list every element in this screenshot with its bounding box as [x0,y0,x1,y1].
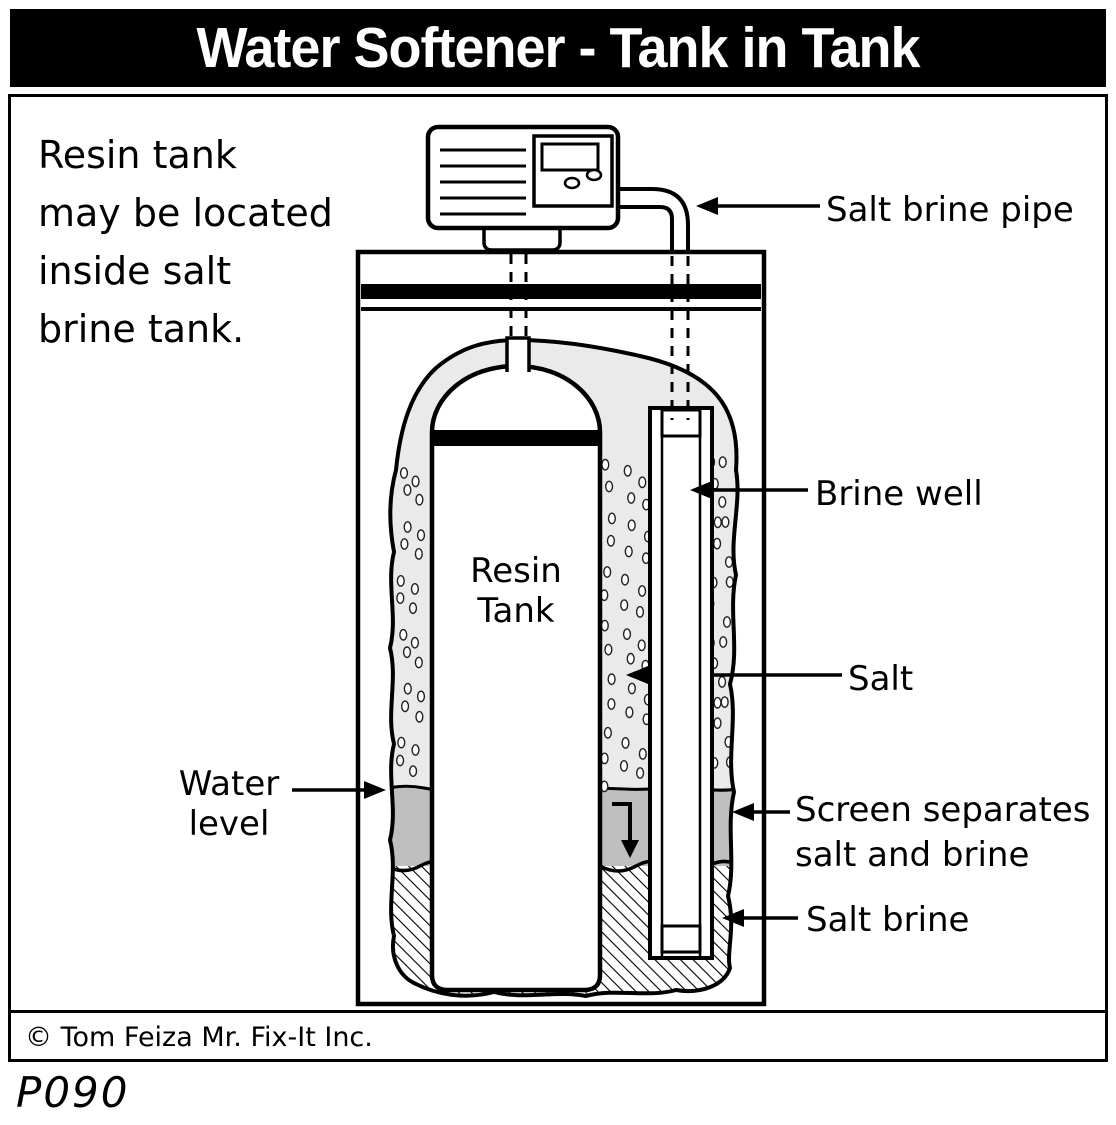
salt-stipple-texture [396,456,735,793]
control-display-screen [540,142,600,172]
footer-divider [11,1010,1105,1013]
water-level-label: Water level [178,764,280,844]
title-bar: Water Softener - Tank in Tank [10,9,1106,87]
salt-brine-pipe-leader [696,197,820,215]
control-button [585,168,603,182]
leader-lines [292,197,820,927]
resin-tank-band [432,430,600,446]
resin-tank-riser-pipe [505,336,531,372]
brine-well-label: Brine well [815,474,983,514]
brine-well-shape [648,406,714,960]
control-head-vents [440,148,526,216]
salt-brine-label: Salt brine [806,900,970,940]
screen-leader [732,803,790,821]
brine-well-foot [660,924,702,954]
resin-tank-label: Resin Tank [470,551,562,631]
brine-well-leader [690,481,808,499]
salt-brine-pipe-shape [618,187,690,254]
water-level-leader [292,781,386,799]
control-head [425,124,621,252]
internal-dashed-pipes [509,254,690,420]
figure-code: P090 [16,1068,130,1117]
brine-well-cap [660,408,702,438]
page-title: Water Softener - Tank in Tank [196,16,920,80]
tank-top-thin-band [361,307,761,311]
note-text: Resin tank may be located inside salt br… [38,133,333,351]
screen-separates-label: Screen separates salt and brine [795,790,1091,875]
salt-arrowhead [626,666,648,684]
control-button [563,176,581,190]
salt-brine-leader [722,909,798,927]
main-frame [8,94,1108,1062]
salt-brine-pipe-label: Salt brine pipe [826,190,1074,230]
resin-tank-shape [429,336,603,993]
copyright-text: © Tom Feiza Mr. Fix-It Inc. [25,1022,373,1053]
tank-top-band [361,284,761,299]
salt-label: Salt [848,659,914,699]
screen-flow-arrow [612,802,639,858]
